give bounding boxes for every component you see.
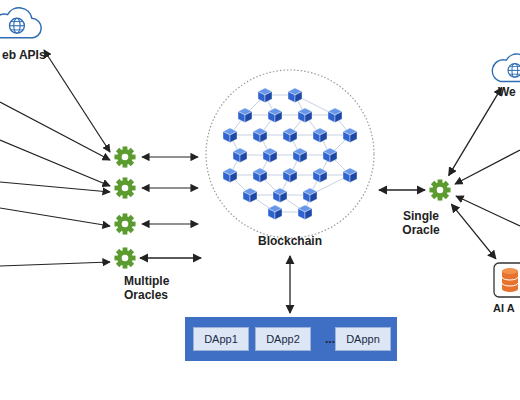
block-cube [293,148,307,163]
block-cube [313,128,327,143]
box-label: DApp2 [255,327,311,351]
connector-arrow [451,204,495,259]
network-outline [206,70,374,238]
api-cloud: eb APIs [0,2,44,42]
dapp-band: ... DApp1DApp2 DAppn [185,317,397,361]
oracle-gear [114,146,135,167]
database-icon: AI A [493,262,520,298]
feed-arrow [0,262,110,266]
node-label: Blockchain [205,234,375,248]
block-cube [343,128,357,143]
block-cube [298,108,312,123]
mesh-line [230,95,350,212]
block-cube [243,188,257,203]
block-cube [223,128,237,143]
block-cube [268,205,282,220]
block-cube [313,168,327,183]
api-cloud-glyph [0,8,41,38]
dapp-box: DApp1 [193,327,249,351]
block-cube [233,148,247,163]
oracle-gear-shape [429,179,451,201]
box-label: DApp1 [193,327,249,351]
api-cloud: We [486,50,520,84]
api-cloud-shape [486,50,520,84]
band-fill [185,317,397,361]
feed-arrow [0,182,110,192]
api-cloud-glyph [492,54,520,81]
oracle-gear-shape [114,247,136,269]
node-label: Single Oracle [395,209,447,237]
api-cloud-shape [0,2,44,42]
feed-arrow [455,150,520,184]
oracle-gear [114,177,135,198]
oracle-gear [114,213,135,234]
mesh-line [240,155,330,156]
block-cube [323,148,337,163]
box-fill [336,328,391,351]
connector-arrow [289,256,290,313]
dapp-box: DAppn [335,327,391,351]
connector-arrow [379,189,425,190]
block-cube [283,168,297,183]
block-cube [273,188,287,203]
box-label: DAppn [335,327,391,351]
box-fill [256,328,311,351]
block-cube [283,128,297,143]
block-cube [263,148,277,163]
block-cube [253,168,267,183]
block-cube [288,88,302,103]
oracle-link-arrow [142,223,198,224]
feed-arrow [456,196,520,226]
block-cube [328,108,342,123]
connector-arrow [449,87,502,175]
block-cube [253,128,267,143]
cube-cluster [223,88,357,220]
oracle-gear: Multiple Oracles [114,247,136,269]
feed-arrow [0,140,110,186]
oracle-link-arrow [142,156,198,157]
block-cube [258,88,272,103]
node-label: eb APIs [2,48,64,62]
oracle-gear-glyph [114,247,135,268]
database-icon-glyph [494,263,520,297]
node-label: AI A [493,301,520,315]
node-label: We [498,85,520,99]
node-label: Multiple Oracles [124,274,188,302]
feed-arrow [0,208,110,226]
box-fill [194,328,249,351]
blockchain-circle-shape [205,62,375,252]
mesh-line [245,115,335,116]
block-cube [238,108,252,123]
database-icon-shape [493,262,520,298]
feed-arrow [44,50,110,152]
block-cube [268,108,282,123]
oracle-gear: Single Oracle [429,179,451,201]
blockchain-circle: Blockchain [205,62,375,252]
mesh-lines [230,95,350,212]
dapp-box: DApp2 [255,327,311,351]
block-cube [298,205,312,220]
oracle-gear-glyph [429,179,450,200]
block-cube [223,168,237,183]
connector-arrow [140,257,201,258]
node-label: ... [325,332,335,346]
block-cube [343,168,357,183]
block-cube [303,188,317,203]
feed-arrow [0,102,110,160]
oracle-link-arrow [142,187,198,188]
